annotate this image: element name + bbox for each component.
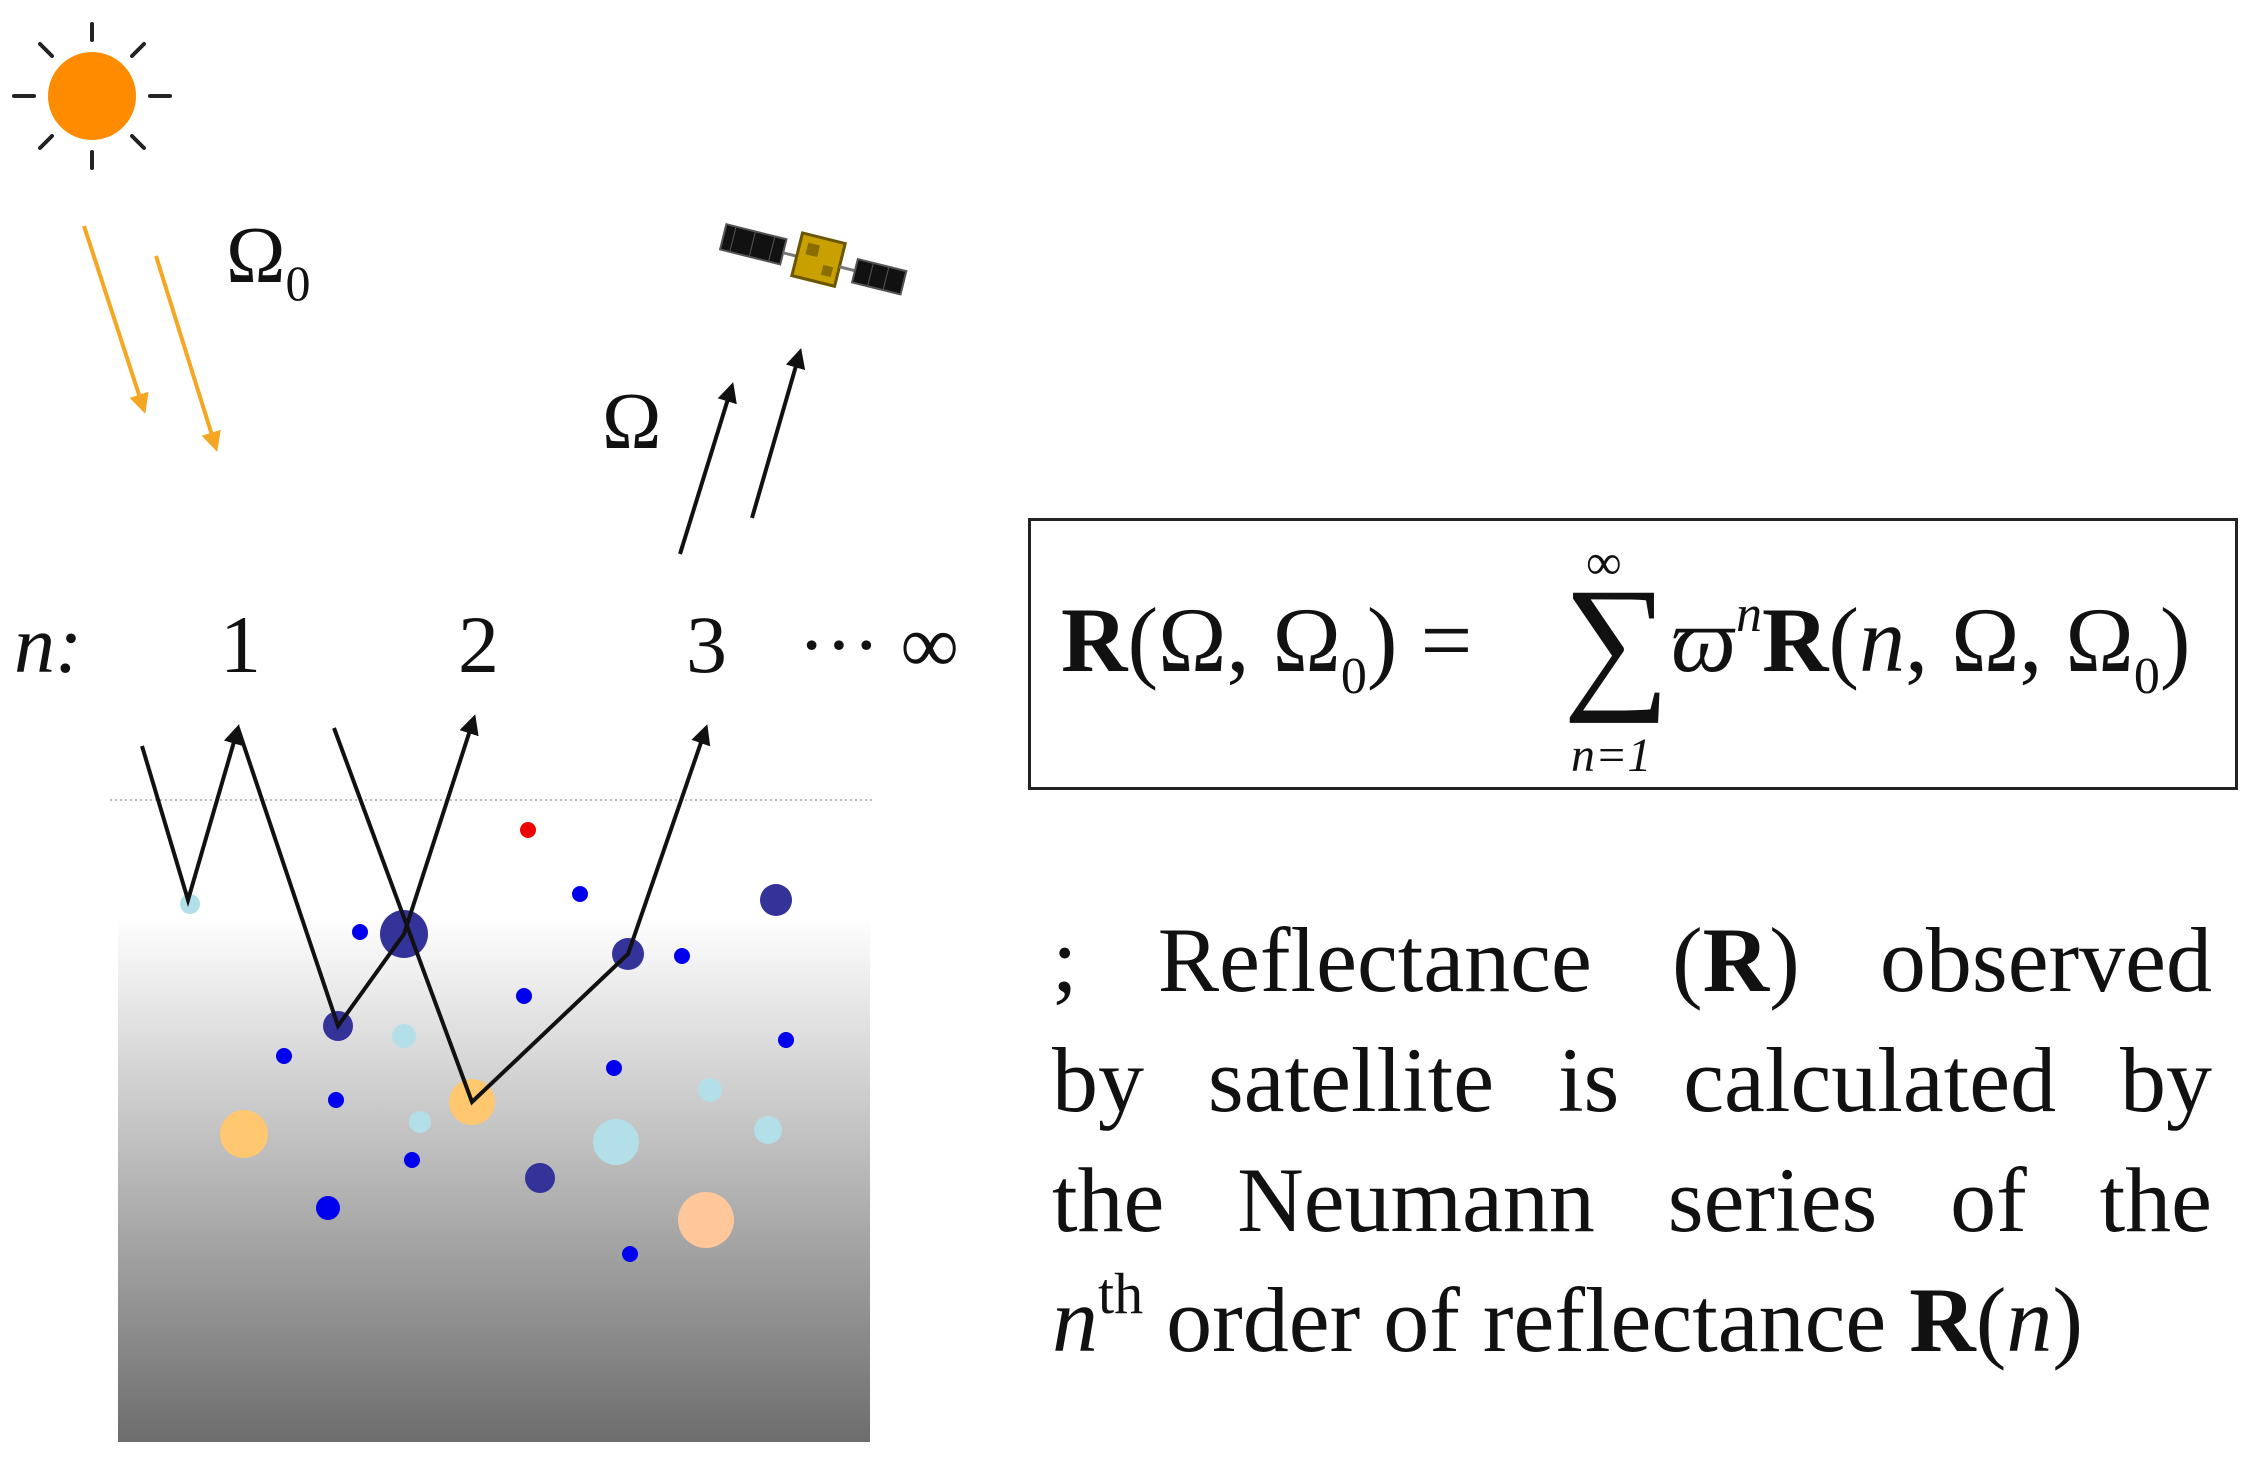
particle (678, 1192, 734, 1248)
sun-icon (12, 22, 172, 170)
order-label-3: 3 (686, 599, 727, 690)
order-label-1: 1 (220, 599, 261, 690)
particle (760, 884, 792, 916)
eq-rhs-close: ) (2160, 589, 2191, 691)
description-text: ; Reflectance (R) observed by satellite … (1052, 900, 2212, 1380)
particle (404, 1152, 420, 1168)
path-order-3 (332, 724, 711, 1106)
svg-text:R(Ω, Ω0) =: R(Ω, Ω0) = (1061, 589, 1472, 705)
neumann-series-equation: R(Ω, Ω0) = ∞ ∑ n=1 ϖnR(n, Ω, Ω0) (1061, 534, 2190, 782)
path-order-1 (140, 724, 244, 908)
order-label-2: 2 (458, 599, 499, 690)
eq-rhs-mid: , Ω, Ω (1905, 589, 2134, 691)
satellite-icon (718, 223, 908, 296)
particle (516, 988, 532, 1004)
incident-angle-label: Ω0 (226, 212, 310, 311)
scattering-paths (140, 714, 711, 1106)
particle (778, 1032, 794, 1048)
desc-line-4: nth order of reflectance R(n) (1052, 1261, 2084, 1371)
particle (674, 948, 690, 964)
eq-rhs-sub: 0 (2134, 648, 2160, 705)
particle (409, 1111, 431, 1133)
svg-text:ϖnR(n, Ω, Ω0): ϖnR(n, Ω, Ω0) (1671, 586, 2190, 705)
particle (276, 1048, 292, 1064)
desc-line-2: by satellite is calculated by (1052, 1029, 2212, 1131)
particle (352, 924, 368, 940)
eq-rhs-R: R (1762, 589, 1830, 691)
path-order-2 (236, 714, 479, 1031)
eq-rhs-open: ( (1828, 589, 1859, 691)
eq-sum-upper: ∞ (1586, 534, 1622, 590)
particle (316, 1196, 340, 1220)
eq-lhs-sub: 0 (1341, 648, 1367, 705)
eq-sum-lower: n=1 (1571, 729, 1651, 782)
eq-varpi-sup: n (1736, 586, 1762, 643)
particle (754, 1116, 782, 1144)
desc-line-1: ; Reflectance (R) observed (1052, 909, 2212, 1011)
incident-arrows (82, 225, 221, 452)
emergent-arrows (678, 348, 806, 555)
particle (698, 1078, 722, 1102)
eq-sum-symbol: ∑ (1563, 558, 1670, 724)
eq-lhs-close: ) = (1367, 589, 1473, 691)
order-label-infinity: ··· ∞ (798, 599, 959, 690)
particle (392, 1024, 416, 1048)
view-angle-label: Ω (602, 378, 661, 466)
particle (606, 1060, 622, 1076)
desc-line-3: the Neumann series of the (1052, 1149, 2212, 1251)
particle (328, 1092, 344, 1108)
particle (572, 886, 588, 902)
particle (520, 822, 536, 838)
eq-lhs-args: (Ω, Ω (1127, 589, 1340, 691)
eq-varpi: ϖ (1671, 589, 1736, 691)
eq-lhs-R: R (1061, 589, 1129, 691)
order-prefix-label: n: (14, 599, 82, 690)
eq-rhs-n: n (1859, 589, 1905, 691)
particle (525, 1163, 555, 1193)
particle (622, 1246, 638, 1262)
particle (220, 1110, 268, 1158)
particle (593, 1119, 639, 1165)
particle (180, 894, 200, 914)
equation-box: R(Ω, Ω0) = ∞ ∑ n=1 ϖnR(n, Ω, Ω0) (1028, 518, 2238, 790)
